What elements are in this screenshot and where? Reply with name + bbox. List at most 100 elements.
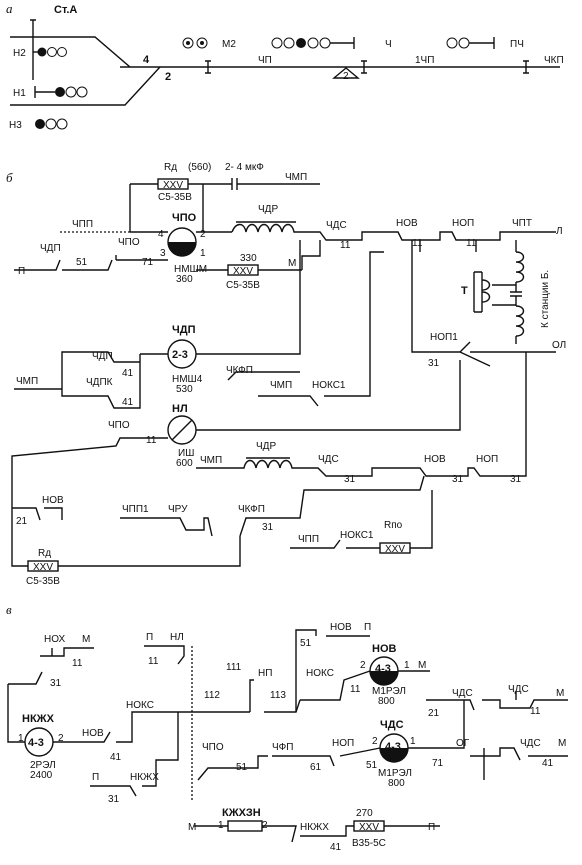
- nov-2-label: НОВ: [424, 454, 446, 465]
- nokh-label: НОХ: [44, 634, 66, 645]
- chpp1-label: ЧПП1: [122, 504, 149, 515]
- nop1-31: 31: [428, 358, 440, 369]
- wire-chdp: [140, 240, 301, 355]
- contact-51: 51: [76, 257, 88, 268]
- p-v-label: П: [92, 772, 99, 783]
- c71-v: 71: [432, 758, 444, 769]
- relay-chpo-pin4: 4: [158, 229, 164, 240]
- relay-nl-type: ИШ: [178, 448, 194, 459]
- relay-nkzh-label: НКЖХ: [22, 713, 55, 725]
- relay-nkzh-pin2: 2: [58, 733, 64, 744]
- nov-3-21: 21: [16, 516, 28, 527]
- wire-tr: [492, 240, 517, 344]
- nl-v-11: 11: [148, 656, 159, 667]
- c113: 113: [270, 690, 286, 701]
- wire-ol: [411, 240, 556, 367]
- chds-v3-m: М: [558, 738, 566, 749]
- relay-nkzh-type: 2РЭЛ: [30, 760, 56, 771]
- rpo-label: Rпо: [384, 520, 403, 531]
- track-chkp-label: ЧКП: [544, 55, 564, 66]
- wire-nkzh: [7, 684, 76, 743]
- chds-v2-label: ЧДС: [508, 684, 529, 695]
- relay-chds-label: ЧДС: [380, 719, 404, 731]
- insulating-joint-1: [205, 60, 211, 74]
- r330-label: 330: [240, 253, 257, 264]
- relay-chdp-type: НМШ4: [172, 374, 203, 385]
- chmp-left-label: ЧМП: [16, 376, 38, 387]
- signal-n2-label: Н2: [13, 48, 26, 59]
- c111: 111: [226, 662, 242, 673]
- wire-chpp1-row: [120, 475, 425, 537]
- relay-nov-fill: [370, 671, 398, 685]
- rd2-mark: XXV: [33, 562, 53, 573]
- signal-n3-icon: [35, 118, 68, 130]
- rpo-mark: XXV: [385, 544, 405, 555]
- relay-chds-code: 4-3: [385, 741, 401, 753]
- wire-nov3: [12, 507, 63, 521]
- relay-nov-m: М: [418, 660, 426, 671]
- capacitor-label: 2- 4 мкФ: [225, 162, 264, 173]
- rd-label: Rд: [164, 162, 177, 173]
- triangle-number: 2: [343, 71, 349, 82]
- chmp-mid-label: ЧМП: [270, 380, 292, 391]
- nov-v-top-p: П: [364, 622, 371, 633]
- relay-nkzh-pin1: 1: [18, 733, 24, 744]
- track-lower-left: [10, 66, 161, 106]
- r330-mark: XXV: [233, 266, 253, 277]
- transformer-coil-1: [481, 279, 491, 303]
- wire-chds-right: [408, 700, 465, 749]
- p-v3-label: П: [428, 822, 435, 833]
- noks1-2-label: НОКС1: [340, 530, 374, 541]
- transformer-coil-2: [515, 251, 525, 283]
- wire-chdp-left: [14, 351, 141, 409]
- chkfp-label: ЧКФП: [226, 365, 253, 376]
- nov-v-label: НОВ: [82, 728, 104, 739]
- nokh-31: 31: [50, 678, 62, 689]
- relay-chpo-type: НМШМ: [174, 264, 207, 275]
- chkfp-2-label: ЧКФП: [238, 504, 265, 515]
- signal-ch-label: Ч: [385, 39, 392, 50]
- panel-b-tag: б: [6, 170, 13, 185]
- signal-m2-icon: [182, 37, 208, 49]
- nkzh-v-31: 31: [108, 794, 120, 805]
- signal-pch-label: ПЧ: [510, 39, 524, 50]
- chru-label: ЧРУ: [168, 504, 188, 515]
- kzhkhzn-coil: [227, 820, 263, 832]
- chdr-label: ЧДР: [258, 204, 278, 215]
- relay-nkzh-code: 4-3: [28, 737, 44, 749]
- nop-label: НОП: [452, 218, 474, 229]
- contact-71: 71: [142, 257, 154, 268]
- track-1chp-label: 1ЧП: [415, 55, 434, 66]
- nov-v-top-label: НОВ: [330, 622, 352, 633]
- l-label: Л: [556, 226, 563, 237]
- wire-nov-relay: [300, 670, 430, 701]
- panel-a: а Ст.А 4 2 ЧП 1ЧП ЧКП 2 Н2 Н1 Н3 М2: [6, 1, 564, 131]
- relay-chpo-pin3: 3: [160, 248, 166, 259]
- chfp-v-61: 61: [310, 762, 322, 773]
- nkzh-v-label: НКЖХ: [130, 772, 159, 783]
- nkzh-v2-41: 41: [330, 842, 342, 853]
- signal-ch-icon: [271, 37, 355, 49]
- c112: 112: [204, 690, 220, 701]
- chds-11: 11: [340, 240, 351, 251]
- wire-nkzh-v: [90, 712, 179, 797]
- wire-chpo-row: [197, 747, 381, 781]
- r270-mark: XXV: [359, 822, 379, 833]
- relay-chdp-res: 530: [176, 384, 193, 395]
- track-2-label: 2: [165, 71, 171, 83]
- chdr-2-label: ЧДР: [256, 441, 276, 452]
- transformer-core: [473, 271, 483, 313]
- chkfp-2-31: 31: [262, 522, 274, 533]
- relay-chds-pin2: 2: [372, 736, 378, 747]
- relay-chpo-pin1: 1: [200, 248, 206, 259]
- relay-nov-res: 800: [378, 696, 395, 707]
- relay-chdp-label: ЧДП: [172, 324, 196, 336]
- ol-label: ОЛ: [552, 340, 566, 351]
- relay-chpo-label: ЧПО: [172, 212, 197, 224]
- nov-11: 11: [412, 238, 423, 249]
- wire-rd2-left: [11, 508, 28, 567]
- nokh-m: М: [82, 634, 90, 645]
- panel-v-tag: в: [6, 602, 12, 617]
- nop-2-31: 31: [510, 474, 522, 485]
- wire-nov-v: [76, 711, 178, 743]
